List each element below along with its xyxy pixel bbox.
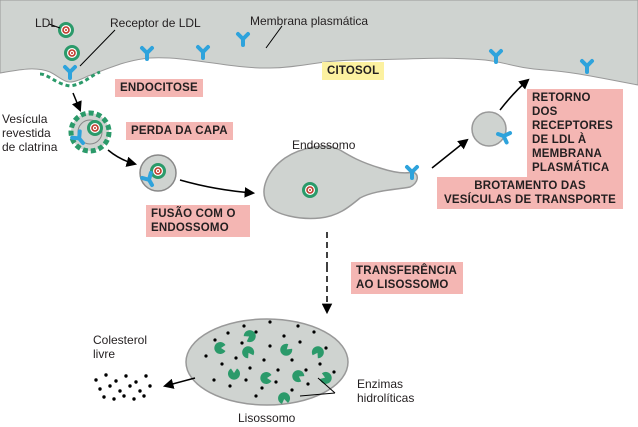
enzyme-leader-line bbox=[317, 377, 336, 394]
uncoated-vesicle bbox=[139, 154, 177, 192]
uncoating-label: PERDA DA CAPA bbox=[126, 122, 233, 140]
transport-vesicle bbox=[471, 111, 513, 147]
arrow-uncoating bbox=[107, 149, 138, 167]
ldl-receptor-label: Receptor de LDL bbox=[110, 16, 201, 30]
arrow-fusion bbox=[179, 179, 256, 198]
enzyme-leader-line bbox=[299, 392, 336, 397]
lysosome-transfer-label: TRANSFERÊNCIA AO LISOSSOMO bbox=[351, 262, 463, 294]
cytosol-label: CITOSOL bbox=[322, 62, 385, 80]
ldl-particle-free bbox=[58, 22, 74, 38]
lysosome bbox=[185, 318, 349, 406]
arrow-endocytosis bbox=[71, 92, 82, 112]
ldl-particle-bound bbox=[64, 45, 80, 61]
receptor-return-label: RETORNO DOS RECEPTORES DE LDL À MEMBRANA… bbox=[527, 89, 623, 177]
endosome-ldl bbox=[302, 182, 318, 198]
endosome-label: Endossomo bbox=[292, 138, 356, 152]
ldl-leader-line bbox=[48, 23, 61, 29]
clathrin-vesicle-label: Vesícula revestida de clatrina bbox=[2, 112, 58, 154]
ldl-label: LDL bbox=[35, 16, 58, 30]
lysosome-label: Lisossomo bbox=[238, 411, 296, 425]
plasma-membrane-label: Membrana plasmática bbox=[250, 14, 369, 28]
endocytosis-label: ENDOCITOSE bbox=[115, 79, 203, 97]
membrane-leader-line bbox=[265, 25, 283, 49]
endosome-fusion-label: FUSÃO COM O ENDOSSOMO bbox=[146, 205, 250, 237]
arrow-free-cholesterol bbox=[162, 377, 196, 389]
arrow-budding bbox=[431, 138, 469, 169]
receptor-leader-line bbox=[79, 29, 116, 67]
plasma-membrane bbox=[0, 0, 638, 86]
lysosome-cholesterol-dots bbox=[204, 320, 336, 398]
free-cholesterol-label: Colesterol livre bbox=[93, 333, 148, 361]
hydrolytic-enzymes-label: Enzimas hidrolíticas bbox=[357, 377, 415, 405]
endosome bbox=[263, 145, 418, 220]
transport-budding-label: BROTAMENTO DAS VESÍCULAS DE TRANSPORTE bbox=[437, 177, 623, 209]
free-cholesterol-dots bbox=[94, 373, 152, 401]
arrow-receptor-return bbox=[499, 78, 530, 111]
clathrin-coated-pit bbox=[39, 70, 101, 88]
clathrin-coated-vesicle bbox=[68, 110, 112, 154]
